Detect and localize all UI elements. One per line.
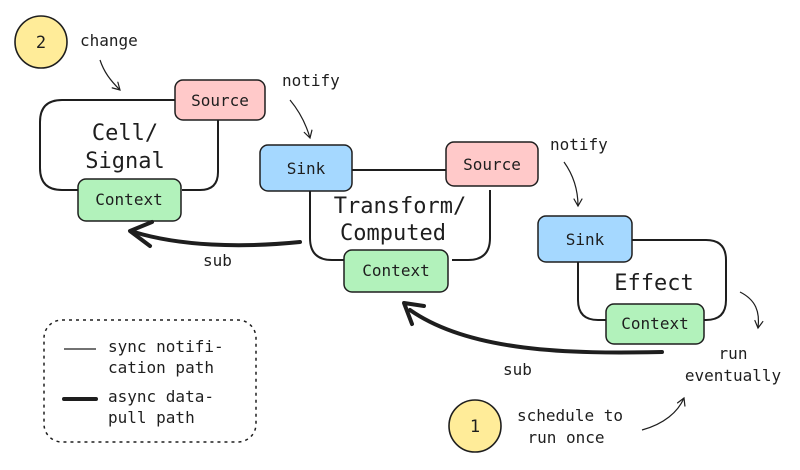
transform-title-line1: Transform/ (334, 194, 466, 219)
transform-sink-chip: Sink (259, 144, 353, 192)
cell-context-chip: Context (77, 178, 182, 222)
cell-context-box (77, 178, 182, 222)
schedule-arrow (641, 396, 686, 431)
transform-context-box (343, 249, 449, 293)
sub-arrow-2 (402, 301, 664, 355)
effect-context-chip: Context (605, 303, 705, 345)
cell-signal-node: Cell/ Signal Source Context (39, 79, 266, 222)
transform-sink-label: Sink (287, 159, 326, 178)
legend-async-line1: async data- (108, 387, 214, 406)
effect-sink-box (537, 215, 633, 263)
transform-title-line2: Computed (340, 221, 446, 246)
cell-title-line1: Cell/ (92, 121, 158, 146)
schedule-label-line2: run once (527, 428, 604, 447)
legend-sync-line1: sync notifi- (108, 337, 224, 356)
notify-arrow-2 (563, 161, 583, 208)
transform-sink-box (259, 144, 353, 192)
legend-sync-line2: cation path (108, 358, 214, 377)
cell-source-chip: Source (174, 79, 266, 121)
sub-arrow-1 (128, 220, 302, 248)
effect-sink-label: Sink (566, 230, 605, 249)
effect-context-label: Context (621, 314, 688, 333)
notify-arrow-1 (289, 99, 313, 140)
sub-arrow-2-head (402, 301, 426, 326)
cell-source-box (174, 79, 266, 121)
schedule-label-line1: schedule to (517, 406, 623, 425)
effect-context-box (605, 303, 705, 345)
badge-change-number: 2 (36, 33, 46, 53)
effect-outline (577, 239, 727, 321)
badge-change: 2 change (14, 15, 138, 69)
badge-schedule-circle (448, 399, 502, 453)
badge-schedule: 1 schedule to run once (448, 399, 623, 453)
change-arrow (99, 59, 121, 91)
run-arrow (739, 291, 764, 330)
transform-source-label: Source (463, 155, 521, 174)
transform-context-chip: Context (343, 249, 449, 293)
run-label-line1: run (719, 344, 748, 363)
effect-node: Effect Sink Context (537, 215, 727, 345)
sub-label-1: sub (203, 251, 232, 270)
effect-sink-chip: Sink (537, 215, 633, 263)
effect-title: Effect (614, 271, 693, 296)
transform-computed-node: Transform/ Computed Sink Source Context (259, 141, 539, 293)
run-label-line2: eventually (685, 366, 782, 385)
change-label: change (80, 31, 138, 50)
cell-source-label: Source (191, 91, 249, 110)
sub-label-2: sub (503, 360, 532, 379)
transform-source-box (445, 141, 539, 187)
sub-arrow-1-line (132, 230, 302, 248)
legend: sync notifi- cation path async data- pul… (43, 319, 257, 443)
transform-outline (309, 169, 491, 261)
notify-label-1: notify (282, 71, 340, 90)
legend-async-line2: pull path (108, 408, 195, 427)
cell-title-line2: Signal (85, 149, 164, 174)
notify-label-2: notify (550, 135, 608, 154)
badge-change-circle (14, 15, 68, 69)
legend-frame (43, 319, 257, 443)
sub-arrow-1-head (128, 220, 154, 248)
sub-arrow-2-line (408, 308, 664, 355)
badge-schedule-number: 1 (470, 417, 480, 437)
transform-context-label: Context (362, 261, 429, 280)
transform-source-chip: Source (445, 141, 539, 187)
cell-signal-outline (39, 99, 219, 191)
cell-context-label: Context (95, 190, 162, 209)
